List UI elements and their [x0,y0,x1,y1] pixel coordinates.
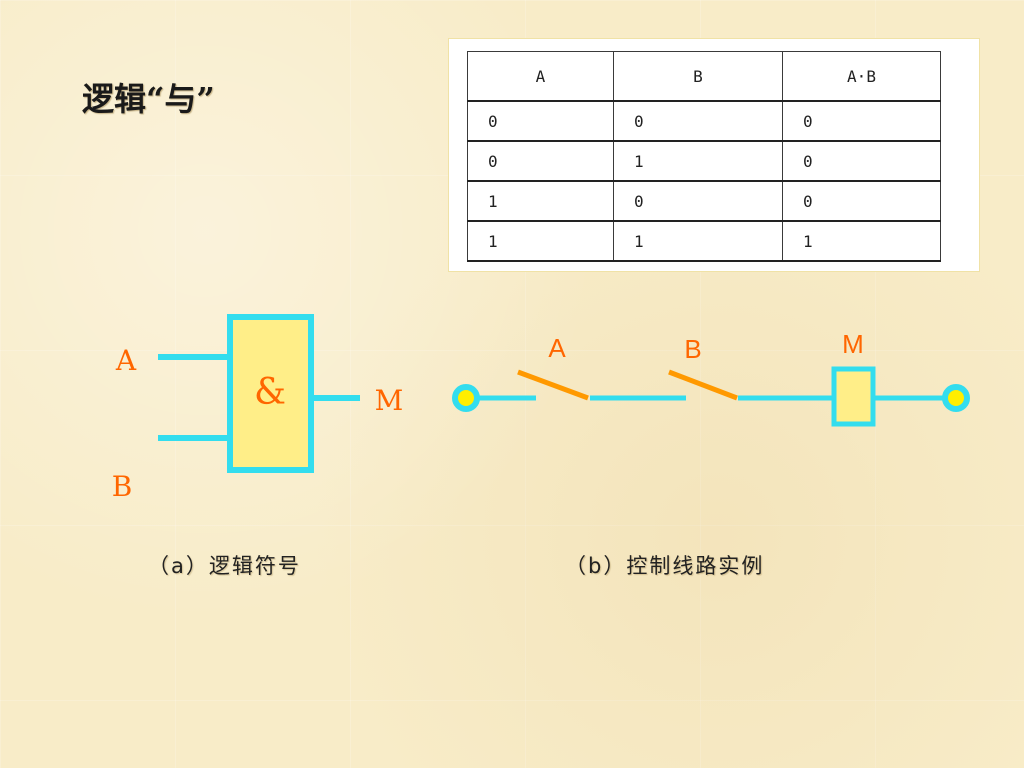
header-a: A [467,51,614,102]
gate-label-b: B [112,470,133,503]
control-circuit: A B M [452,329,970,427]
cell: 0 [613,180,783,222]
cell: 0 [782,180,941,222]
cell: 1 [613,140,783,182]
gate-label-a: A [115,344,137,377]
table-row: 1 1 1 [467,220,941,262]
load-m-label: M [842,329,864,359]
gate-label-m: M [375,384,404,417]
switch-a-blade [517,369,589,401]
table-row: 1 0 0 [467,180,941,222]
switch-b-label: B [684,334,701,364]
header-b: B [613,51,783,102]
cell: 1 [782,220,941,262]
table-row: 0 1 0 [467,140,941,182]
left-terminal-icon [452,384,480,412]
caption-control-circuit: （b）控制线路实例 [565,554,765,578]
gate-body [227,314,314,473]
header-output: A·B [782,51,941,102]
truth-table-panel: A B A·B 0 0 0 0 1 0 1 0 0 1 1 [448,38,980,272]
and-gate-symbol: & A B M [112,314,404,503]
load-m-box [831,366,876,427]
page-title: 逻辑“与” [82,80,215,118]
truth-table: A B A·B 0 0 0 0 1 0 1 0 0 1 1 [467,51,941,262]
and-symbol: & [254,372,286,413]
cell: 1 [467,220,614,262]
switch-a-label: A [548,333,566,363]
switch-b-blade [668,369,738,401]
cell: 1 [613,220,783,262]
cell: 0 [467,140,614,182]
cell: 0 [467,100,614,142]
caption-logic-symbol: （a）逻辑符号 [148,554,301,578]
right-terminal-icon [942,384,970,412]
truth-table-header-row: A B A·B [467,51,941,102]
cell: 1 [467,180,614,222]
